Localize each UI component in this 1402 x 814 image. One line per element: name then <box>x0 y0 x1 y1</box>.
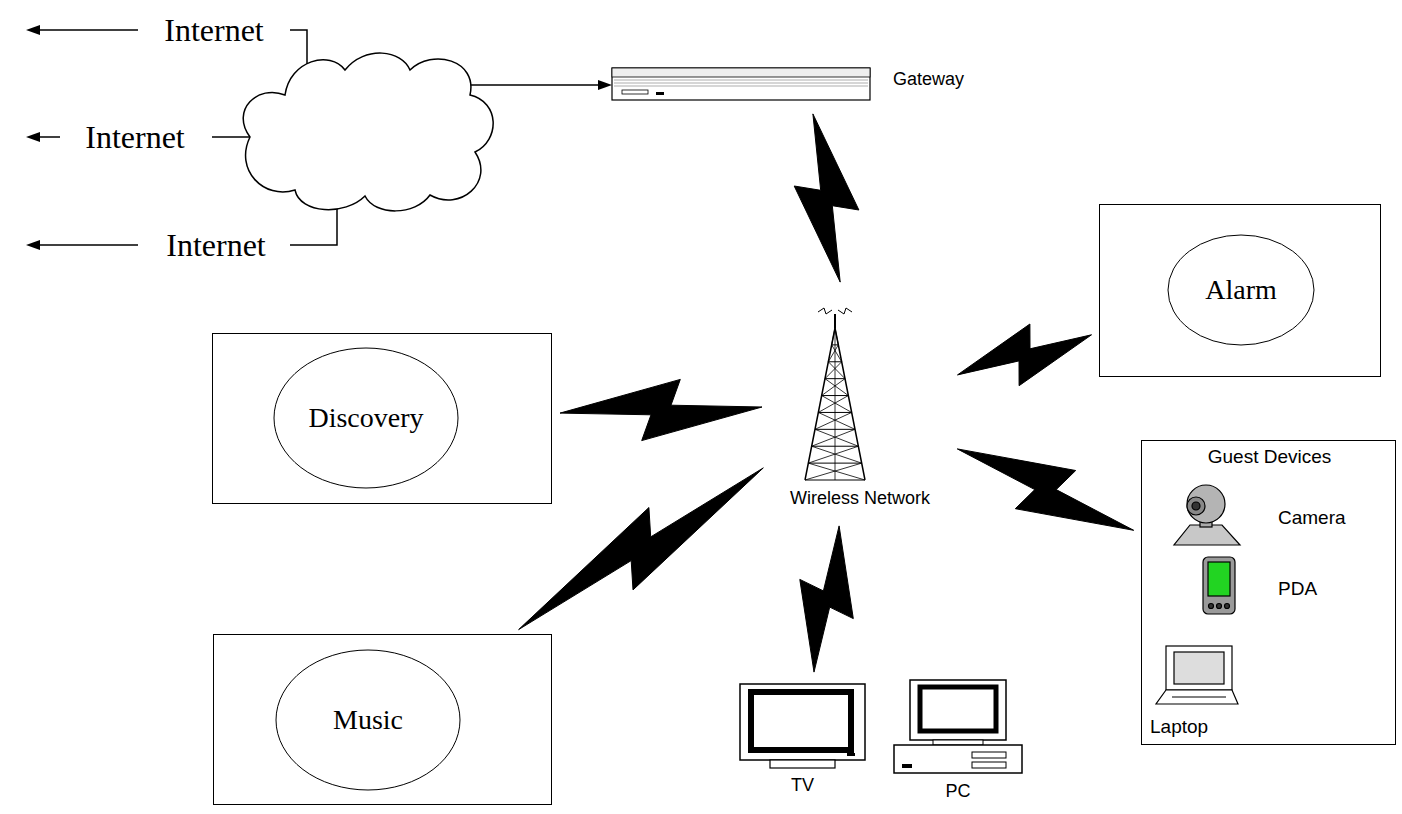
guest-node: Guest Devices <box>1141 440 1396 745</box>
tower-brace <box>808 463 865 480</box>
node-label: Discovery <box>308 402 423 434</box>
node-label: TV <box>791 775 814 796</box>
tv-screen <box>751 692 851 750</box>
wireless-link <box>800 526 854 672</box>
gateway-stripe <box>614 80 868 81</box>
tower-signal <box>838 308 852 314</box>
pc-button <box>902 764 912 768</box>
tower-center <box>835 328 836 480</box>
pc-monitor <box>910 680 1006 740</box>
lightning-bolt <box>958 324 1092 386</box>
tower-brace <box>828 345 838 362</box>
lightning-bolt <box>800 526 854 672</box>
tv-node: TV <box>735 680 870 798</box>
gateway-led <box>656 92 664 95</box>
gateway-node: Gateway <box>608 62 1008 106</box>
tower-brace <box>812 429 855 446</box>
gateway-top <box>612 68 870 77</box>
tower-brace <box>812 446 862 463</box>
service-ellipse <box>274 348 458 488</box>
node-label: Alarm <box>1205 274 1277 306</box>
service-ellipse <box>276 650 460 790</box>
gateway-stripe <box>614 86 868 87</box>
pc-node: PC <box>888 676 1028 804</box>
device-label: PDA <box>1278 578 1317 600</box>
tv-button <box>847 753 855 756</box>
service-box: Music <box>213 634 552 805</box>
node-shape <box>770 290 950 518</box>
tower-brace <box>808 446 858 463</box>
internet-lines <box>36 30 600 245</box>
tower-brace <box>815 429 858 446</box>
wireless-link <box>519 468 764 630</box>
laptop-icon <box>1156 646 1238 704</box>
tower-brace <box>805 463 862 480</box>
tower-frame <box>805 328 865 480</box>
lightning-bolt <box>519 468 764 630</box>
service-box: Discovery <box>212 333 552 504</box>
lightning-bolt <box>560 379 762 440</box>
tower-brace <box>822 396 852 413</box>
wireless-link <box>958 324 1092 386</box>
tower-brace <box>822 379 845 396</box>
tower-brace <box>825 362 842 379</box>
tower-brace <box>818 412 855 429</box>
node-shape <box>1142 441 1397 746</box>
gateway-slot <box>622 90 648 94</box>
tv-stand <box>770 760 835 768</box>
lightning-bolt <box>794 114 859 282</box>
tower-brace <box>835 328 838 345</box>
tower-brace <box>825 379 848 396</box>
service-box: Alarm <box>1099 204 1381 377</box>
wireless-link <box>560 379 762 440</box>
device-label: Laptop <box>1150 716 1208 738</box>
tower-brace <box>815 412 852 429</box>
gateway-body <box>612 68 870 100</box>
node-label: Guest Devices <box>1208 446 1332 468</box>
node-label: PC <box>945 781 970 802</box>
wireless-link <box>957 449 1133 530</box>
network-label: Internet <box>166 227 266 264</box>
tower-node: Wireless Network <box>770 290 950 518</box>
node-label: Music <box>333 704 403 736</box>
tower-brace <box>828 362 845 379</box>
network-label: Internet <box>164 12 264 49</box>
gateway-stripe <box>614 83 868 84</box>
pc-screen <box>920 687 996 731</box>
pda-icon <box>1203 557 1235 614</box>
tower-signal <box>818 308 832 314</box>
tv-case <box>740 684 865 760</box>
arrow-heads <box>26 25 612 250</box>
network-label: Internet <box>85 119 185 156</box>
internet-cloud <box>243 53 493 211</box>
service-ellipse <box>1168 235 1314 345</box>
node-label: Gateway <box>893 69 964 90</box>
device-label: Camera <box>1278 507 1346 529</box>
node-label: Wireless Network <box>790 488 930 509</box>
tower-mast <box>834 314 836 328</box>
lightning-bolt <box>957 449 1133 530</box>
wireless-link <box>794 114 859 282</box>
camera-icon <box>1174 485 1240 545</box>
pc-drive <box>972 762 1006 768</box>
pc-drive <box>972 752 1006 758</box>
pc-case <box>894 745 1022 773</box>
tower-brace <box>832 328 835 345</box>
tower-brace <box>818 396 848 413</box>
